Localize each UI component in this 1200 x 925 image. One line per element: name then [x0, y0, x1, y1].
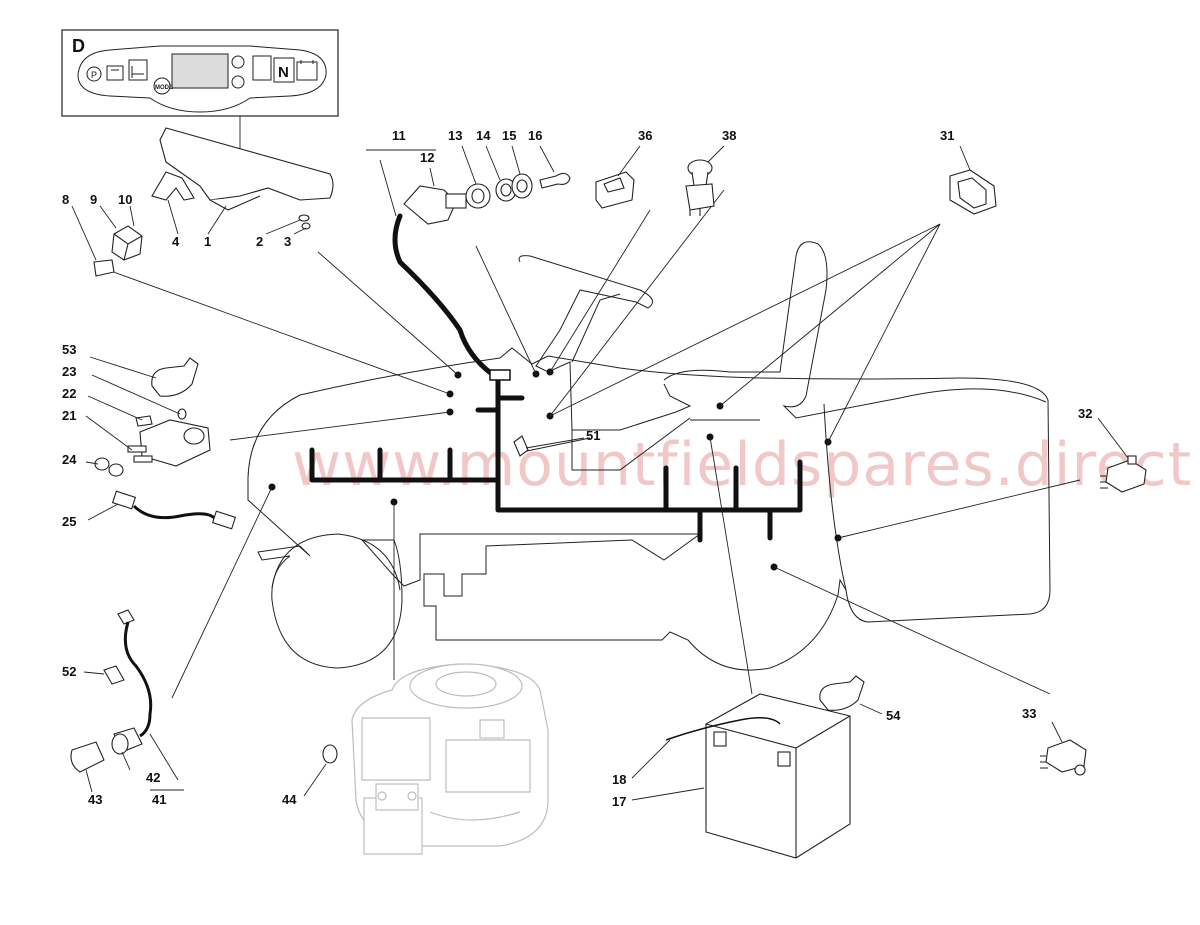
ignition-key-part [539, 172, 571, 189]
label-52: 52 [62, 664, 76, 679]
mode-button: MODE [153, 77, 173, 95]
svg-text:MODE: MODE [155, 85, 173, 91]
label-4: 4 [172, 234, 180, 249]
label-25: 25 [62, 514, 76, 529]
label-22: 22 [62, 386, 76, 401]
engine-ghost [351, 663, 549, 855]
label-53: 53 [62, 342, 76, 357]
wiring-harness [309, 213, 803, 543]
label-42: 42 [146, 770, 160, 785]
dashboard-inset: D P MODE N [61, 29, 339, 160]
parking-brake-icon: P [86, 66, 102, 82]
label-44: 44 [282, 792, 297, 807]
label-11: 11 [392, 128, 406, 143]
ignition-nut-parts [465, 173, 533, 209]
leader-lines [107, 189, 1081, 699]
rocker-switch-part [595, 171, 635, 209]
ignition-switch-part [403, 185, 467, 225]
label-17: 17 [612, 794, 626, 809]
label-21: 21 [62, 408, 76, 423]
battery-part [665, 693, 851, 859]
nut-parts [298, 214, 311, 230]
label-2: 2 [256, 234, 263, 249]
label-13: 13 [448, 128, 462, 143]
micro-switch-32-part [1100, 455, 1147, 493]
label-leaders [71, 145, 1129, 801]
label-24: 24 [62, 452, 77, 467]
watermark: www.mountfieldspares.direct [292, 430, 1192, 500]
solenoid-nut-parts [94, 457, 124, 477]
svg-text:P: P [91, 70, 97, 80]
label-14: 14 [476, 128, 491, 143]
label-36: 36 [638, 128, 652, 143]
bracket-part [151, 171, 195, 201]
terminal-boot-part [151, 357, 199, 397]
seat-icon [128, 59, 148, 81]
neutral-indicator: N [278, 64, 289, 81]
inset-title: D [72, 36, 85, 56]
pto-switch-part [685, 159, 715, 216]
label-9: 9 [90, 192, 97, 207]
engine-nut-part [322, 744, 338, 764]
micro-switch-33-part [1040, 739, 1087, 776]
label-12: 12 [420, 150, 434, 165]
label-3: 3 [284, 234, 291, 249]
label-33: 33 [1022, 706, 1036, 721]
tractor-outline [247, 241, 1051, 671]
label-54: 54 [886, 708, 901, 723]
lead-cable-part [111, 490, 237, 530]
label-51: 51 [586, 428, 600, 443]
part-labels: 1 2 3 4 8 9 10 11 12 13 14 15 16 17 18 2… [62, 128, 1092, 809]
solenoid-part [127, 408, 211, 467]
fuel-icon [106, 65, 124, 81]
dash-housing-part [159, 127, 334, 211]
label-41: 41 [152, 792, 166, 807]
label-32: 32 [1078, 406, 1092, 421]
fuse-part [93, 259, 115, 277]
battery-boot-part [819, 675, 865, 711]
relay-part [111, 225, 143, 261]
label-16: 16 [528, 128, 542, 143]
seat-switch-part [949, 169, 997, 215]
label-23: 23 [62, 364, 76, 379]
harness-clip-part [513, 435, 529, 457]
label-18: 18 [612, 772, 626, 787]
headlight-harness-part [70, 609, 153, 773]
label-15: 15 [502, 128, 516, 143]
label-38: 38 [722, 128, 736, 143]
label-31: 31 [940, 128, 954, 143]
label-1: 1 [204, 234, 211, 249]
label-43: 43 [88, 792, 102, 807]
battery-icon [296, 60, 318, 81]
label-10: 10 [118, 192, 132, 207]
label-8: 8 [62, 192, 69, 207]
